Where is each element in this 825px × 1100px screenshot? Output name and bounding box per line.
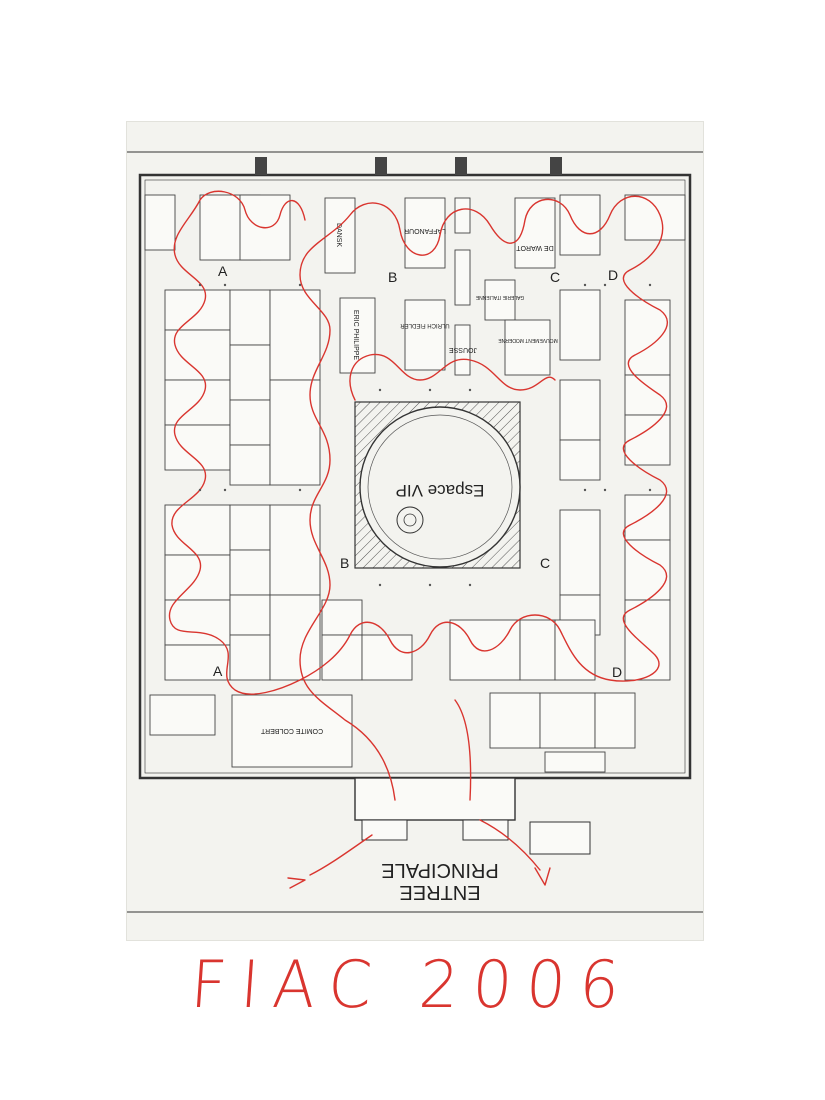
stand-label-mouvement-moderne: MOUVEMENT MODERNE (498, 337, 558, 343)
entrance-label-line2: PRINCIPALE (381, 859, 498, 881)
zone-d-top: D (608, 267, 618, 283)
vip-area: Espace VIP (354, 401, 521, 569)
stand-label-ulrich-fiedler: ULRICH FIEDLER (400, 322, 450, 328)
zone-c-top: C (550, 269, 560, 285)
zone-b-bottom: B (340, 555, 349, 571)
stands-bottom-middle (231, 599, 636, 773)
hall-inner-outline (144, 179, 686, 774)
stands-right (559, 194, 686, 681)
handwritten-caption: FIAC 2006 (0, 946, 825, 1038)
stand-labels: DANSK LAFFANOUR DE WAROT GALERIE ITALIEN… (260, 223, 557, 734)
stand-label-dansk: DANSK (335, 223, 342, 247)
zone-a-top: A (218, 263, 228, 279)
zone-c-bottom: C (540, 555, 550, 571)
entrance-label-line1: ENTREE (399, 881, 480, 903)
stands-left (144, 194, 321, 736)
stand-label-eric-philippe: ERIC PHILIPPE (352, 310, 359, 361)
dimension-marks (198, 283, 652, 587)
stand-label-de-warot: DE WAROT (516, 244, 554, 251)
entrance (354, 777, 591, 855)
roof-markers (255, 157, 562, 175)
vip-label: Espace VIP (396, 481, 485, 500)
zone-b-top: B (388, 269, 397, 285)
walking-route (168, 190, 668, 889)
stand-label-laffanour: LAFFANOUR (404, 227, 446, 234)
stand-label-galerie-italienne: GALERIE ITALIENNE (475, 294, 524, 300)
zone-d-bottom: D (612, 664, 622, 680)
stand-label-comite-colbert: COMITE COLBERT (260, 727, 323, 734)
caption-text: FIAC 2006 (188, 946, 637, 1023)
zone-letters: A B C D A B C D (213, 263, 622, 680)
stand-label-jousse: JOUSSE (449, 346, 477, 353)
zone-a-bottom: A (213, 663, 223, 679)
